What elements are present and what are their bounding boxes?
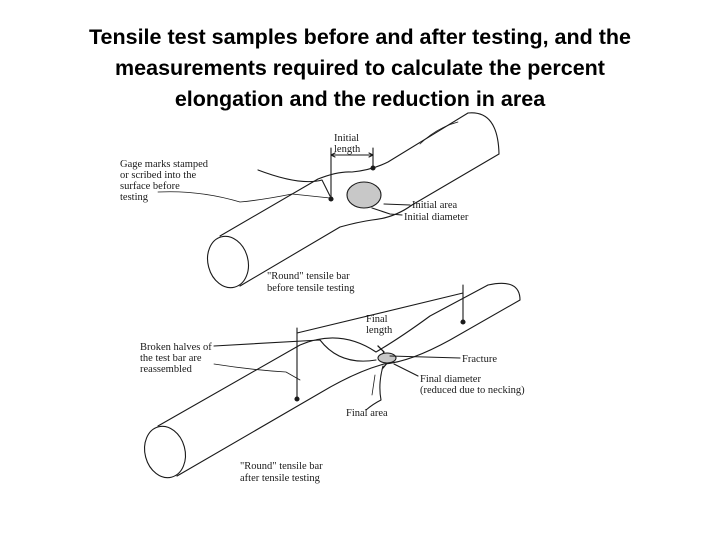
initial-diameter-leader bbox=[371, 207, 403, 216]
final-length-label-2: length bbox=[366, 325, 393, 336]
gage-marks-label-1: Gage marks stamped bbox=[120, 159, 209, 170]
bar-after-end-cap bbox=[143, 425, 187, 479]
before-labels: Initial length Gage marks stamped or scr… bbox=[120, 133, 469, 294]
after-labels: Final length Broken halves of the test b… bbox=[140, 314, 525, 484]
bar-before-right-end bbox=[467, 112, 500, 155]
final-diameter-leader bbox=[393, 363, 419, 377]
initial-length-label-1: Initial bbox=[334, 133, 359, 144]
initial-area-cross-section bbox=[346, 181, 382, 209]
slide-title: Tensile test samples before and after te… bbox=[0, 22, 720, 115]
title-line-3: elongation and the reduction in area bbox=[174, 87, 546, 111]
gage-marks-label-2: or scribed into the bbox=[120, 170, 196, 181]
title-line-2: measurements required to calculate the p… bbox=[115, 56, 605, 80]
bar-after-testing bbox=[143, 282, 521, 479]
after-caption-2: after tensile testing bbox=[240, 473, 321, 484]
initial-area-label: Initial area bbox=[412, 200, 458, 211]
before-caption-2: before tensile testing bbox=[267, 283, 355, 294]
broken-halves-label-3: reassembled bbox=[140, 364, 193, 375]
bar-after-bottom-edge bbox=[176, 299, 521, 477]
bar-before-bottom-edge bbox=[239, 153, 500, 287]
after-caption-1: "Round" tensile bar bbox=[240, 461, 323, 472]
bar-after-top-edge bbox=[157, 284, 489, 427]
final-area-label: Final area bbox=[346, 408, 388, 419]
final-diameter-label-1: Final diameter bbox=[420, 374, 481, 385]
before-caption-1: "Round" tensile bar bbox=[267, 271, 350, 282]
broken-halves-leader bbox=[213, 339, 377, 362]
bar-after-right-end bbox=[487, 282, 521, 301]
fracture-label: Fracture bbox=[462, 354, 497, 365]
initial-area-leader bbox=[383, 203, 411, 206]
final-area-leader bbox=[365, 365, 384, 411]
gage-marks-label-3: surface before bbox=[120, 181, 180, 192]
initial-diameter-label: Initial diameter bbox=[404, 212, 469, 223]
broken-halves-label-2: the test bar are bbox=[140, 353, 202, 364]
final-area-cross-section bbox=[377, 352, 397, 364]
bar-before-back-curve bbox=[419, 121, 459, 145]
bar-before-testing bbox=[157, 112, 500, 289]
title-line-1: Tensile test samples before and after te… bbox=[88, 25, 631, 49]
bar-before-top-edge bbox=[219, 112, 469, 237]
bar-before-end-cap bbox=[206, 235, 250, 289]
final-length-dimension bbox=[296, 292, 464, 334]
final-diameter-label-2: (reduced due to necking) bbox=[420, 385, 525, 396]
initial-length-label-2: length bbox=[334, 144, 361, 155]
gage-marks-label-4: testing bbox=[120, 192, 149, 203]
fracture-leader bbox=[389, 355, 461, 359]
gage-marks-leader bbox=[257, 169, 331, 197]
broken-halves-label-1: Broken halves of bbox=[140, 342, 212, 353]
final-length-label-1: Final bbox=[366, 314, 388, 325]
